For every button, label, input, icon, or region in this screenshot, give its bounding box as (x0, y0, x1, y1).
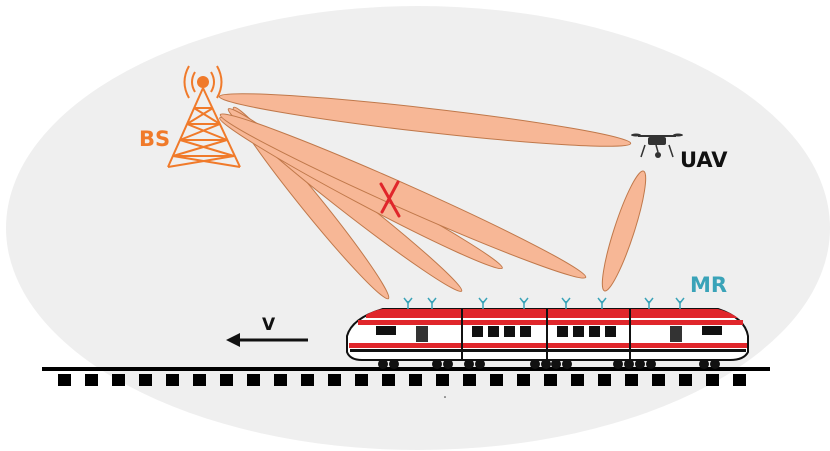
velocity-label: V (262, 315, 276, 335)
rail-sleeper (274, 374, 287, 386)
rail-sleeper (58, 374, 71, 386)
mr-label: MR (690, 273, 728, 297)
train-window (520, 326, 531, 337)
rail-sleeper (166, 374, 179, 386)
train-wheel (432, 359, 442, 369)
train-wheel (635, 359, 645, 369)
antenna-head (403, 297, 413, 305)
uav-label: UAV (680, 148, 728, 172)
train-windows (472, 326, 616, 337)
antenna-head (644, 297, 654, 305)
train-window (488, 326, 499, 337)
rail-sleeper (490, 374, 503, 386)
antenna-head (561, 297, 571, 305)
antenna-head (675, 297, 685, 305)
radio-tower-icon (167, 65, 241, 168)
rail-sleeper (247, 374, 260, 386)
rail-sleeper (328, 374, 341, 386)
rail-sleeper (85, 374, 98, 386)
train-window (589, 326, 600, 337)
train-wheel (646, 359, 656, 369)
rail-sleeper (652, 374, 665, 386)
train-wheel (551, 359, 561, 369)
train-wheel (541, 359, 551, 369)
train-window (472, 326, 483, 337)
train-wheel (699, 359, 709, 369)
rail-sleeper (598, 374, 611, 386)
train-roof-stripe (366, 309, 738, 318)
train-wheel (389, 359, 399, 369)
antenna-head (478, 297, 488, 305)
train-wheel (624, 359, 634, 369)
rail-sleeper (544, 374, 557, 386)
train-wheel (613, 359, 623, 369)
antenna-head (597, 297, 607, 305)
train-wheel (378, 359, 388, 369)
tower-emitter (197, 76, 209, 88)
rail-sleeper (220, 374, 233, 386)
rail-sleeper (355, 374, 368, 386)
rail-sleeper (571, 374, 584, 386)
rail-sleeper (706, 374, 719, 386)
train-wheel (710, 359, 720, 369)
rail-sleeper (733, 374, 746, 386)
rail-sleeper (409, 374, 422, 386)
antenna-icon (597, 297, 607, 309)
velocity-arrow (226, 333, 308, 347)
rail-sleeper (193, 374, 206, 386)
antenna-icon (478, 297, 488, 309)
rail-sleeper (517, 374, 530, 386)
beam-uav-to-train (601, 170, 647, 292)
train-wheel (562, 359, 572, 369)
antenna-icon (403, 297, 685, 309)
rail-sleeper (463, 374, 476, 386)
train-window (504, 326, 515, 337)
train-icon (346, 297, 749, 369)
antenna-icon (675, 297, 685, 309)
drone-icon (631, 133, 683, 158)
rail-sleepers (58, 374, 746, 386)
train-window (605, 326, 616, 337)
rail-sleeper (679, 374, 692, 386)
rail-track (42, 367, 770, 386)
beam-bs-to-uav (218, 93, 632, 147)
rail-sleeper (139, 374, 152, 386)
rail-sleeper (382, 374, 395, 386)
track-dot (444, 396, 446, 398)
rail-sleeper (301, 374, 314, 386)
antenna-icon (519, 297, 529, 309)
train-wheel (464, 359, 474, 369)
antenna-head (519, 297, 529, 305)
train-wheels (378, 359, 720, 369)
train-window (573, 326, 584, 337)
x-mark-icon (379, 180, 401, 218)
train-window (557, 326, 568, 337)
beam-group (218, 93, 647, 300)
train-wheel (530, 359, 540, 369)
antenna-icon (644, 297, 654, 309)
antenna-icon (427, 297, 437, 309)
antenna-icon (403, 297, 413, 309)
rail-sleeper (112, 374, 125, 386)
antenna-head (427, 297, 437, 305)
train-wheel (475, 359, 485, 369)
bs-label: BS (139, 127, 171, 151)
train-wheel (443, 359, 453, 369)
beam-bs-to-train-4 (219, 113, 587, 279)
rail-sleeper (625, 374, 638, 386)
rail-sleeper (436, 374, 449, 386)
antenna-icon (561, 297, 571, 309)
